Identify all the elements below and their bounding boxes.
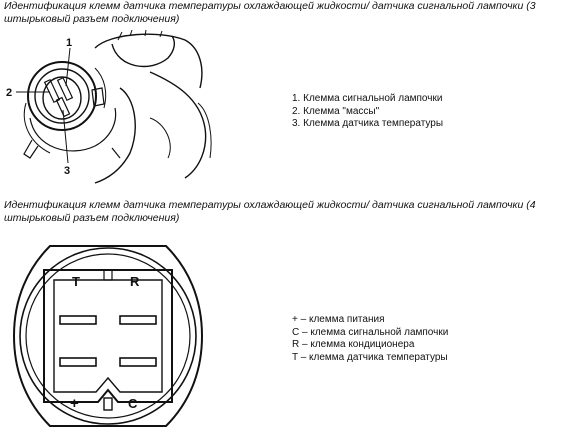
legend-item: T – клемма датчика температуры	[292, 351, 448, 363]
diagram-4pin-connector: T R + C	[12, 245, 204, 427]
legend-item: C – клемма сигнальной лампочки	[292, 326, 449, 338]
legend-4pin: + – клемма питания C – клемма сигнальной…	[292, 314, 448, 364]
pin-label-t: T	[72, 274, 80, 289]
callout-2: 2	[6, 87, 12, 99]
pin-label-plus: +	[70, 395, 79, 412]
legend-item: 2. Клемма "массы"	[292, 105, 380, 117]
diagram-3pin-connector: 1 2 3	[6, 29, 212, 184]
legend-3pin: 1. Клемма сигнальной лампочки 2. Клемма …	[292, 93, 443, 131]
heading-4pin: Идентификация клемм датчика температуры …	[4, 199, 536, 224]
callout-1: 1	[66, 37, 72, 49]
legend-item: 1. Клемма сигнальной лампочки	[292, 93, 443, 104]
pin-label-c: C	[128, 396, 138, 411]
legend-item: + – клемма питания	[292, 314, 385, 325]
heading-3pin: Идентификация клемм датчика температуры …	[4, 0, 536, 25]
legend-item: R – клемма кондиционера	[292, 339, 415, 350]
legend-item: 3. Клемма датчика температуры	[292, 118, 444, 129]
pin-label-r: R	[130, 274, 140, 289]
callout-3: 3	[64, 165, 70, 177]
